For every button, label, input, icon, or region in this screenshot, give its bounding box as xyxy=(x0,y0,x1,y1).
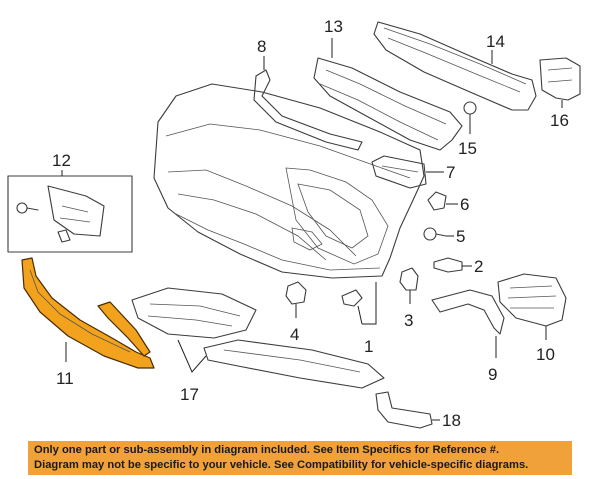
leader-1b xyxy=(357,305,363,325)
part-4-clip xyxy=(285,281,307,305)
callout-4: 4 xyxy=(290,325,299,344)
disclaimer-line-2: Diagram may not be specific to your vehi… xyxy=(34,459,529,471)
callout-16: 16 xyxy=(550,111,569,130)
callout-3: 3 xyxy=(404,311,413,330)
leader-1a xyxy=(362,282,377,325)
callout-2: 2 xyxy=(474,257,483,276)
callout-8: 8 xyxy=(257,37,266,56)
part-7-bracket xyxy=(371,155,427,189)
part-6-clip xyxy=(427,191,447,211)
callout-17: 17 xyxy=(180,385,199,404)
part-10-grille xyxy=(497,273,567,327)
part-2-clip xyxy=(433,257,463,273)
leader-17 xyxy=(177,339,207,373)
part-14-reinforcement xyxy=(373,21,537,111)
part-17-undercover-lower xyxy=(203,339,385,389)
callout-13: 13 xyxy=(324,17,343,36)
part-12-inset xyxy=(7,175,133,253)
part-3-retainer xyxy=(399,267,419,291)
part-8-retainer xyxy=(253,69,363,151)
callout-7: 7 xyxy=(446,163,455,182)
callout-6: 6 xyxy=(460,195,469,214)
callout-1: 1 xyxy=(364,337,373,356)
part-16-bracket xyxy=(539,57,581,101)
callout-14: 14 xyxy=(486,32,505,51)
part-18-brace xyxy=(375,391,433,429)
part-11-spoiler xyxy=(21,257,155,369)
callout-5: 5 xyxy=(456,227,465,246)
disclaimer-banner: Only one part or sub-assembly in diagram… xyxy=(28,441,572,475)
part-9-bezel xyxy=(431,289,505,335)
callout-9: 9 xyxy=(488,365,497,384)
part-1-fitting xyxy=(341,289,363,307)
part-17-undercover-upper xyxy=(131,287,257,339)
callout-12: 12 xyxy=(52,151,71,170)
disclaimer-line-1: Only one part or sub-assembly in diagram… xyxy=(34,444,500,456)
callout-10: 10 xyxy=(536,345,555,364)
callout-18: 18 xyxy=(442,411,461,430)
part-13-absorber xyxy=(313,57,463,151)
part-1-bumper-cover xyxy=(153,83,425,279)
part-15-bolt xyxy=(463,101,477,125)
callout-15: 15 xyxy=(458,139,477,158)
part-5-screw xyxy=(423,227,447,241)
callout-11: 11 xyxy=(56,369,74,388)
